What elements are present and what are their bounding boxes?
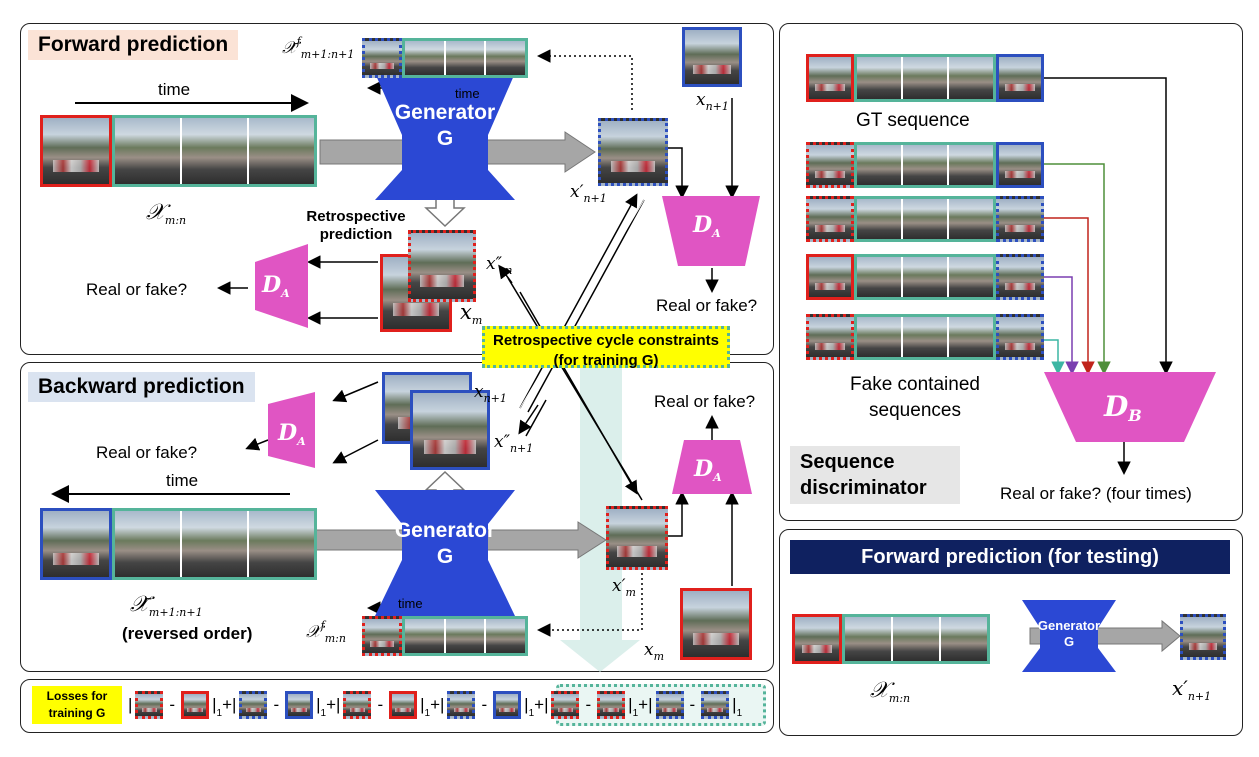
forward-real-fake-right: Real or fake? xyxy=(656,296,758,315)
forward-pred-next xyxy=(598,118,668,186)
forward-top-label: 𝒳̄fm+1:n+1 xyxy=(282,35,355,61)
seq-gt-first xyxy=(806,54,854,102)
seq-fake3-last xyxy=(996,254,1044,300)
seq-fake4-last xyxy=(996,314,1044,360)
testing-input-label: 𝒳m:n xyxy=(870,678,911,705)
testing-strip xyxy=(842,614,990,664)
backward-xf-label: 𝒳fm:n xyxy=(306,619,346,645)
seq-fake1-last xyxy=(996,142,1044,188)
backward-time-label: time xyxy=(166,471,199,490)
forward-disc-right xyxy=(662,196,760,266)
forward-real-fake-left: Real or fake? xyxy=(86,280,188,299)
testing-frame-first xyxy=(792,614,842,664)
forward-strip xyxy=(112,115,317,187)
seq-fake4-strip xyxy=(854,314,996,360)
retro-frame-front xyxy=(408,230,476,302)
backward-disc-right xyxy=(672,440,752,494)
forward-time-label: time xyxy=(158,80,191,99)
seq-gt-label: GT sequence xyxy=(856,110,970,131)
forward-generator xyxy=(375,73,515,200)
backward-xn1-label: xn+1 xyxy=(474,382,507,405)
backward-real-fake-right: Real or fake? xyxy=(654,392,756,411)
forward-feedback-arrow xyxy=(537,49,633,110)
backward-title: Backward prediction xyxy=(28,372,255,402)
forward-xpn1-label: x′n+1 xyxy=(570,182,607,205)
seq-fake1-strip xyxy=(854,142,996,188)
sequence-disc xyxy=(1044,372,1216,442)
seq-fake3-first xyxy=(806,254,854,300)
forward-gt-next xyxy=(682,27,742,87)
seq-gt-last xyxy=(996,54,1044,102)
forward-title: Forward prediction xyxy=(28,30,239,60)
backward-bottom-frame xyxy=(362,616,402,656)
seq-fake3-strip xyxy=(854,254,996,300)
forward-xpp-label: x″m xyxy=(486,254,513,277)
seq-fake2-last xyxy=(996,196,1044,242)
backward-generator xyxy=(375,490,515,616)
backward-disc-left xyxy=(268,392,315,468)
seq-disc-label: DB xyxy=(1104,390,1142,425)
backward-real-fake-left: Real or fake? xyxy=(96,443,198,462)
seq-fake1-first xyxy=(806,142,854,188)
testing-title: Forward prediction (for testing) xyxy=(790,540,1230,574)
backward-xpp-label: x″n+1 xyxy=(494,432,534,455)
backward-xpm-label: x′m xyxy=(612,576,636,599)
backward-gt-m xyxy=(680,588,752,660)
seq-fake2-strip xyxy=(854,196,996,242)
cycle-band xyxy=(560,360,640,672)
seq-fake4-first xyxy=(806,314,854,360)
forward-frame-m xyxy=(40,115,112,187)
forward-disc-right-label: DA xyxy=(693,212,721,240)
backward-xm-label: xm xyxy=(644,640,665,663)
seq-gt-strip xyxy=(854,54,996,102)
forward-xn1-label: xn+1 xyxy=(696,90,729,113)
seq-fake-label: Fake contained sequences xyxy=(850,374,980,421)
losses-label: Losses for training G xyxy=(32,686,122,724)
seq-real-fake: Real or fake? (four times) xyxy=(1000,484,1192,503)
backward-strip xyxy=(112,508,317,580)
backward-disc-right-label: DA xyxy=(694,456,722,484)
backward-pred-m xyxy=(606,506,668,570)
cycle-label: Retrospective cycle constraints (for tra… xyxy=(482,326,730,369)
forward-time-small: time xyxy=(455,86,480,101)
forward-top-frame xyxy=(362,38,402,78)
forward-disc-left-label: DA xyxy=(262,272,290,300)
backward-reversed-label: (reversed order) xyxy=(122,624,253,643)
seq-title: Sequence discriminator xyxy=(790,446,960,504)
forward-top-strip xyxy=(402,38,528,78)
seq-fake2-first xyxy=(806,196,854,242)
backward-time-small: time xyxy=(398,596,423,611)
forward-disc-left xyxy=(255,244,308,328)
testing-output-label: x′n+1 xyxy=(1172,676,1212,703)
losses-row: | - |1 + | - |1 + | - |1 + | - |1 + | - … xyxy=(128,688,742,722)
backward-disc-left-label: DA xyxy=(278,420,306,448)
backward-frame-input-first xyxy=(40,508,112,580)
forward-input-label: 𝒳m:n xyxy=(146,200,187,227)
testing-generator xyxy=(1022,600,1116,672)
testing-output xyxy=(1180,614,1226,660)
backward-input-label: 𝒳̄m+1:n+1 xyxy=(130,592,203,619)
backward-bottom-strip xyxy=(402,616,528,656)
backward-frame-front xyxy=(410,390,490,470)
retro-label: Retrospective prediction xyxy=(306,208,406,243)
forward-xm-label: xm xyxy=(460,300,483,327)
